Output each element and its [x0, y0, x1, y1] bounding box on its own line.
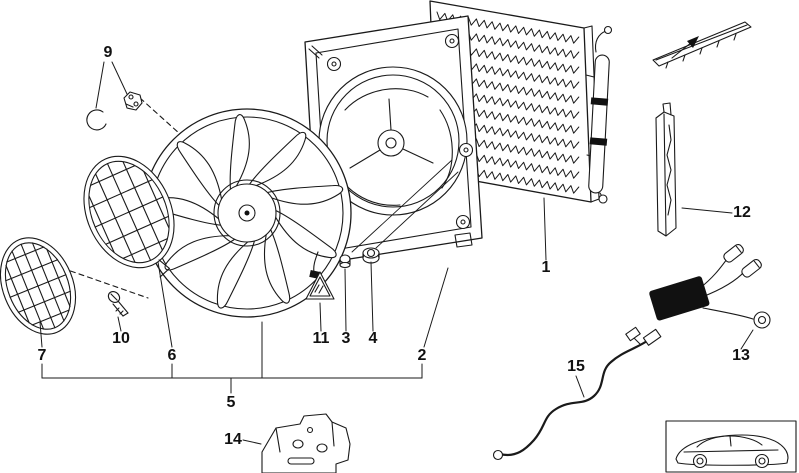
callout-13: 13: [732, 347, 750, 364]
round-connector: [753, 311, 771, 329]
auxiliary-resistor: [649, 243, 771, 329]
wiring-harness: [492, 326, 662, 461]
receiver-drier: [585, 25, 613, 204]
car-location-box: [665, 420, 797, 473]
warning-label-triangle: [305, 271, 335, 300]
trim-strip-12: [655, 102, 677, 237]
retaining-clips: [86, 91, 143, 131]
callout-3: 3: [342, 330, 351, 347]
circlip: [86, 109, 107, 131]
callout-leader-lines: [39, 61, 754, 445]
callout-1: 1: [542, 259, 551, 276]
trim-strip-top: [652, 21, 752, 69]
callout-7: 7: [38, 347, 47, 364]
callout-6: 6: [168, 347, 177, 364]
connector-pin-b: [741, 258, 762, 278]
callout-14: 14: [224, 431, 242, 448]
callout-10: 10: [112, 330, 130, 347]
spring-clip: [123, 91, 143, 111]
group-bracket-line: [41, 321, 423, 394]
connector-pin-a: [723, 243, 744, 263]
air-duct-grille-6: [83, 155, 175, 278]
screw-10: [107, 291, 129, 317]
car-icon: [675, 434, 789, 469]
callout-11: 11: [313, 330, 330, 347]
cooling-fan: [142, 108, 352, 318]
stud-axis-lines: [351, 159, 459, 253]
callout-4: 4: [369, 330, 378, 347]
air-duct-grille-7: [0, 237, 77, 335]
mounting-bracket: [261, 413, 351, 473]
callout-15: 15: [567, 358, 585, 375]
direction-arrow-icon: [671, 36, 699, 59]
flange-nut-4: [362, 247, 380, 264]
callout-9: 9: [104, 44, 113, 61]
callout-12: 12: [733, 204, 751, 221]
callout-2: 2: [418, 347, 427, 364]
callout-5: 5: [227, 394, 236, 411]
cap-nut-3: [339, 254, 351, 269]
callout-numbers: 1 2 3 4 5 6 7 9 10 11 12 13 14 15: [38, 44, 751, 448]
